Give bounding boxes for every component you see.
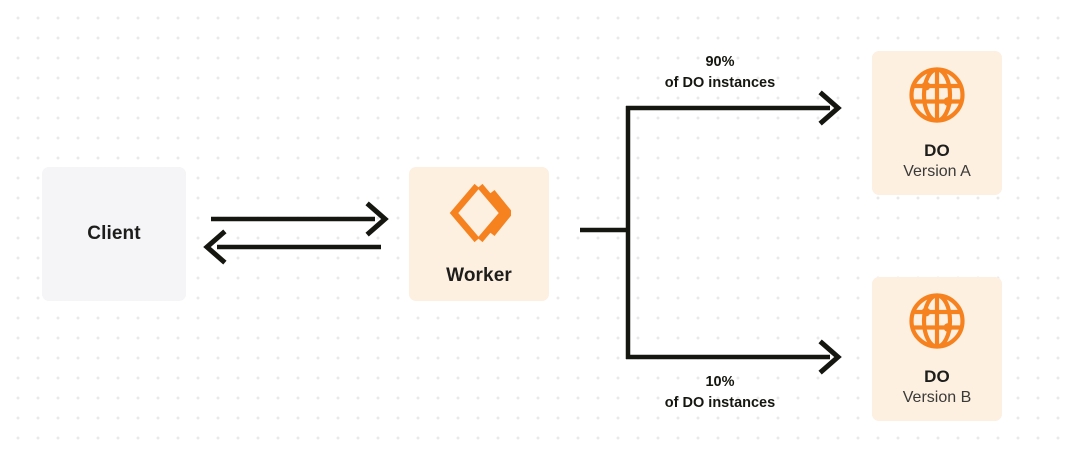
- node-client[interactable]: Client: [42, 167, 186, 301]
- globe-icon: [908, 292, 966, 355]
- node-do-a-label: DO: [924, 140, 950, 160]
- node-worker-label: Worker: [446, 264, 512, 286]
- arrowhead-to-do-a: [818, 90, 842, 126]
- node-do-a-sublabel: Version A: [903, 162, 971, 180]
- node-do-b-label: DO: [924, 366, 950, 386]
- cloudflare-workers-icon: [447, 182, 514, 249]
- node-do-a[interactable]: DO Version A: [872, 51, 1002, 195]
- globe-icon: [908, 66, 966, 129]
- edge-label-10-percent: 10% of DO instances: [664, 374, 776, 411]
- arrowhead-to-client: [203, 229, 227, 265]
- edge-label-90-percent: 90% of DO instances: [664, 54, 776, 91]
- arrowhead-to-do-b: [818, 339, 842, 375]
- arrowhead-to-worker: [365, 201, 389, 237]
- node-client-label: Client: [87, 223, 141, 244]
- node-do-b-sublabel: Version B: [902, 388, 972, 406]
- node-do-b[interactable]: DO Version B: [872, 277, 1002, 421]
- node-worker[interactable]: Worker: [409, 167, 549, 301]
